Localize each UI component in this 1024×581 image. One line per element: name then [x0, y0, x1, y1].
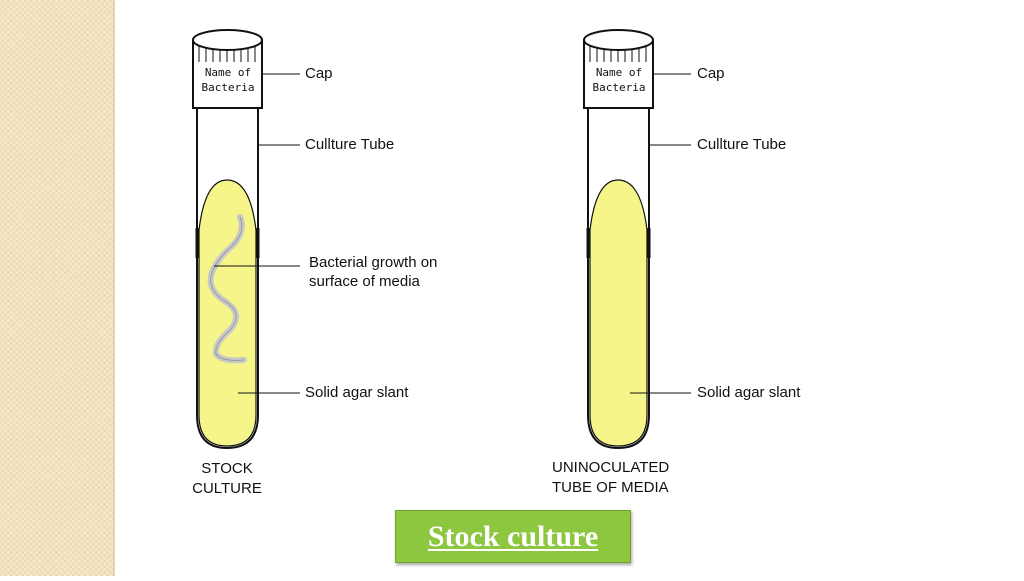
- decorative-side-band: [0, 0, 115, 576]
- cap-label-line1: Name of: [596, 66, 642, 79]
- stock-culture-caption: STOCK CULTURE: [172, 459, 282, 499]
- solid-agar-slant: [198, 179, 257, 447]
- solid-agar-slant: [589, 179, 648, 447]
- bacterial-growth-outline: [210, 216, 245, 361]
- uninoculated-tube: Name of Bacteria: [583, 29, 691, 450]
- uninoculated-caption: UNINOCULATED TUBE OF MEDIA: [540, 458, 690, 498]
- culture-tube-label: Cullture Tube: [305, 136, 395, 153]
- cap-top: [583, 29, 654, 51]
- bacterial-growth-label-line1: Bacterial growth on: [309, 254, 438, 271]
- caption-line1: UNINOCULATED: [552, 459, 670, 476]
- stock-culture-tube: Name of Bacteria: [192, 29, 300, 450]
- title-badge-text: Stock culture: [427, 519, 599, 553]
- leader-lines: [214, 73, 300, 394]
- cap-label: Cap: [697, 65, 725, 82]
- caption-line2: TUBE OF MEDIA: [552, 479, 669, 496]
- culture-tube-label: Cullture Tube: [697, 136, 787, 153]
- cap-label-line1: Name of: [205, 66, 251, 79]
- caption-line1: STOCK: [201, 460, 253, 477]
- agar-slant-label: Solid agar slant: [697, 384, 801, 401]
- caption-line2: CULTURE: [192, 480, 262, 497]
- bacterial-growth-label-line2: surface of media: [309, 273, 420, 290]
- cap-label-line2: Bacteria: [202, 81, 255, 94]
- cap-label: Cap: [305, 65, 333, 82]
- cap-label-line2: Bacteria: [593, 81, 646, 94]
- leader-lines: [630, 73, 691, 394]
- cap-top: [192, 29, 263, 51]
- agar-slant-label: Solid agar slant: [305, 384, 409, 401]
- title-badge: Stock culture: [395, 510, 631, 563]
